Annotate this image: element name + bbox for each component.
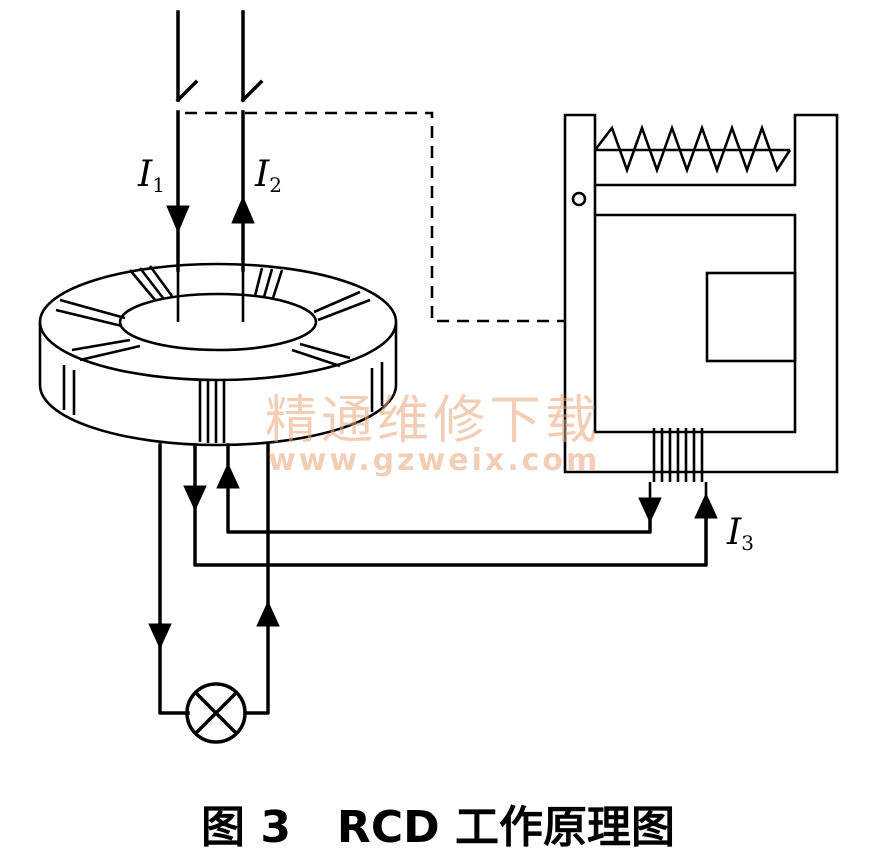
supply-switch (175, 10, 264, 272)
trip-relay (563, 113, 839, 500)
secondary-loop (183, 443, 718, 567)
toroid-core (38, 262, 398, 447)
watermark-text: 精通维修下载 (265, 391, 601, 451)
i1-arrow (166, 205, 190, 234)
label-i1: I1 (137, 154, 165, 197)
mechanical-linkage (185, 111, 565, 323)
label-i2: I2 (254, 154, 282, 197)
label-i3: I3 (726, 512, 754, 555)
i2-arrow (231, 195, 255, 224)
figure-caption: 图 3 RCD 工作原理图 (201, 802, 675, 853)
lamp-icon (185, 682, 247, 744)
watermark-url: www.gzweix.com (268, 443, 600, 478)
load-circuit (148, 443, 280, 715)
trip-coil (648, 428, 708, 500)
